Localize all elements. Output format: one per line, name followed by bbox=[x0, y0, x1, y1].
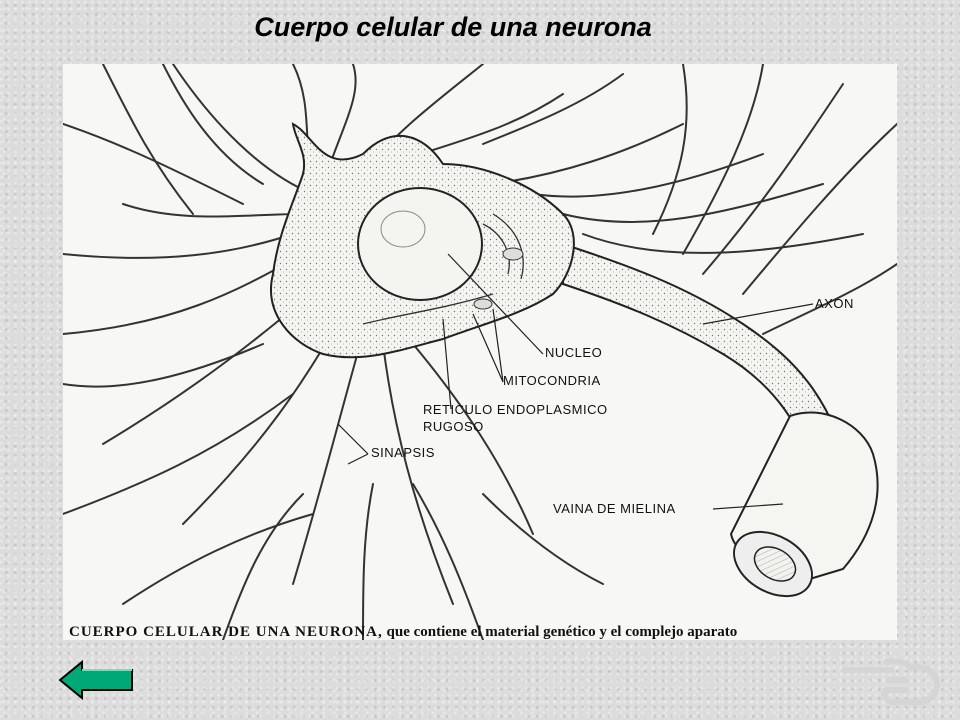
figure-caption: CUERPO CELULAR DE UNA NEURONA, que conti… bbox=[63, 624, 897, 640]
label-reticulo-line2: RUGOSO bbox=[423, 419, 484, 434]
caption-heading: CUERPO CELULAR DE UNA NEURONA, bbox=[69, 624, 383, 640]
slide-title: Cuerpo celular de una neurona bbox=[254, 12, 652, 42]
label-reticulo-line1: RETICULO ENDOPLASMICO bbox=[423, 402, 608, 417]
dendrites bbox=[63, 64, 897, 640]
label-vaina-mielina: VAINA DE MIELINA bbox=[553, 501, 676, 516]
cell-body bbox=[270, 122, 575, 359]
hand-glyph bbox=[841, 658, 940, 705]
label-nucleo: NUCLEO bbox=[545, 345, 602, 360]
label-sinapsis: SINAPSIS bbox=[371, 445, 435, 460]
neuron-drawing: AXON NUCLEO MITOCONDRIA RETICULO ENDOPLA… bbox=[63, 64, 897, 640]
back-button[interactable] bbox=[58, 659, 134, 701]
label-axon: AXON bbox=[815, 296, 854, 311]
caption-text: que contiene el material genético y el c… bbox=[382, 624, 738, 640]
myelin-sheath bbox=[729, 411, 879, 598]
left-arrow-icon bbox=[58, 659, 133, 701]
neuron-illustration: AXON NUCLEO MITOCONDRIA RETICULO ENDOPLA… bbox=[63, 64, 897, 640]
pointing-hand-icon[interactable] bbox=[840, 648, 945, 708]
label-leaders bbox=[337, 253, 814, 510]
label-mitocondria: MITOCONDRIA bbox=[503, 373, 601, 388]
